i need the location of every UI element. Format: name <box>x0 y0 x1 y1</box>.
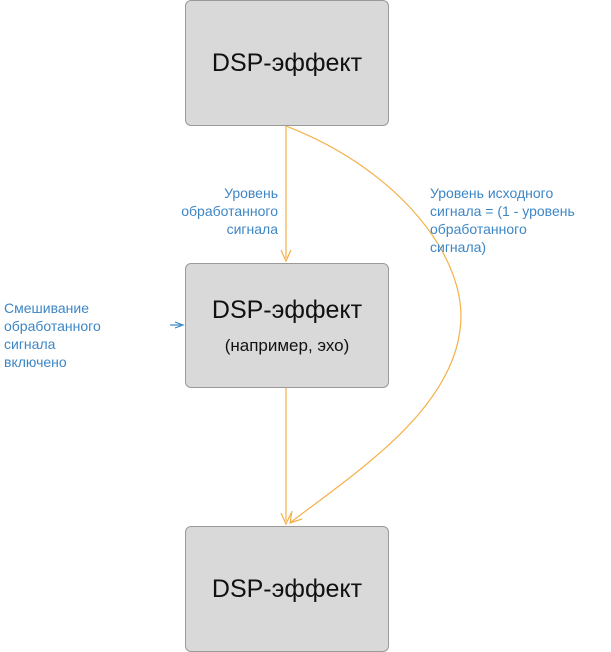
edge-source-arrowhead <box>289 510 303 524</box>
node-dsp-effect-top: DSP-эффект <box>185 0 389 126</box>
node-middle-title: DSP-эффект <box>211 295 363 324</box>
node-top-title: DSP-эффект <box>211 49 363 77</box>
edge-processed-arrowhead <box>280 249 292 263</box>
node-dsp-effect-middle: DSP-эффект (например, эхо) <box>185 263 389 388</box>
node-bottom-title: DSP-эффект <box>211 575 363 603</box>
edge-label-source-level: Уровень исходного сигнала = (1 - уровень… <box>430 185 575 255</box>
edge-label-processed-level: Уровень обработанного сигнала <box>181 185 278 237</box>
edge-mid-bottom-arrowhead <box>280 512 292 526</box>
node-dsp-effect-bottom: DSP-эффект <box>185 526 389 652</box>
node-middle-subtitle: (например, эхо) <box>224 335 350 355</box>
mix-pointer-arrowhead <box>174 321 185 329</box>
edge-source-curve <box>285 125 462 523</box>
label-mix-enabled: Смешивание обработанного сигнала включен… <box>4 300 101 370</box>
